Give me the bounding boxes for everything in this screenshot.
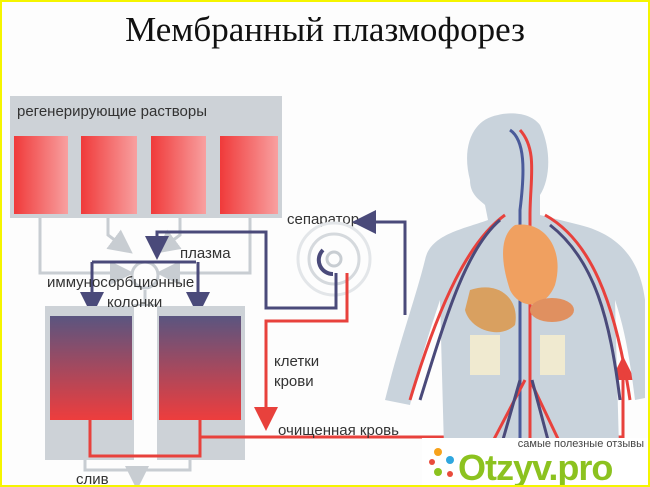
- watermark-brand: Otzyv.pro: [458, 447, 613, 487]
- plasma-label: плазма: [180, 245, 231, 262]
- otzyv-logo-icon: [429, 448, 454, 477]
- solution-bag: [14, 136, 68, 214]
- clean-blood-label: очищенная кровь: [278, 422, 399, 439]
- solution-bag: [81, 136, 137, 214]
- human-body-illustration: [385, 113, 645, 485]
- page-title: Мембранный плазмофорез: [125, 10, 525, 49]
- regen-solutions: регенерирующие растворы: [10, 96, 282, 218]
- drain-label: слив: [76, 471, 109, 485]
- column: [50, 316, 132, 420]
- blood-line: [88, 273, 635, 458]
- immunosorption-columns: [45, 306, 245, 460]
- kidney: [530, 298, 574, 322]
- cells-label-2: крови: [274, 373, 314, 390]
- separator-icon: [296, 221, 372, 297]
- solution-bag: [220, 136, 278, 214]
- heart: [503, 224, 558, 305]
- liver: [465, 287, 516, 333]
- cells-label-1: клетки: [274, 353, 319, 370]
- column: [159, 316, 241, 420]
- columns-label-1: иммуносорбционные: [47, 274, 194, 291]
- columns-label-2: колонки: [107, 294, 162, 311]
- intestine: [470, 335, 500, 375]
- solution-bag: [151, 136, 206, 214]
- watermark-subtitle: самые полезные отзывы: [517, 438, 644, 450]
- regen-label: регенерирующие растворы: [17, 103, 207, 120]
- intestine: [540, 335, 565, 375]
- watermark: самые полезные отзывы Otzyv.pro: [422, 438, 648, 485]
- plasma-line: [80, 210, 407, 316]
